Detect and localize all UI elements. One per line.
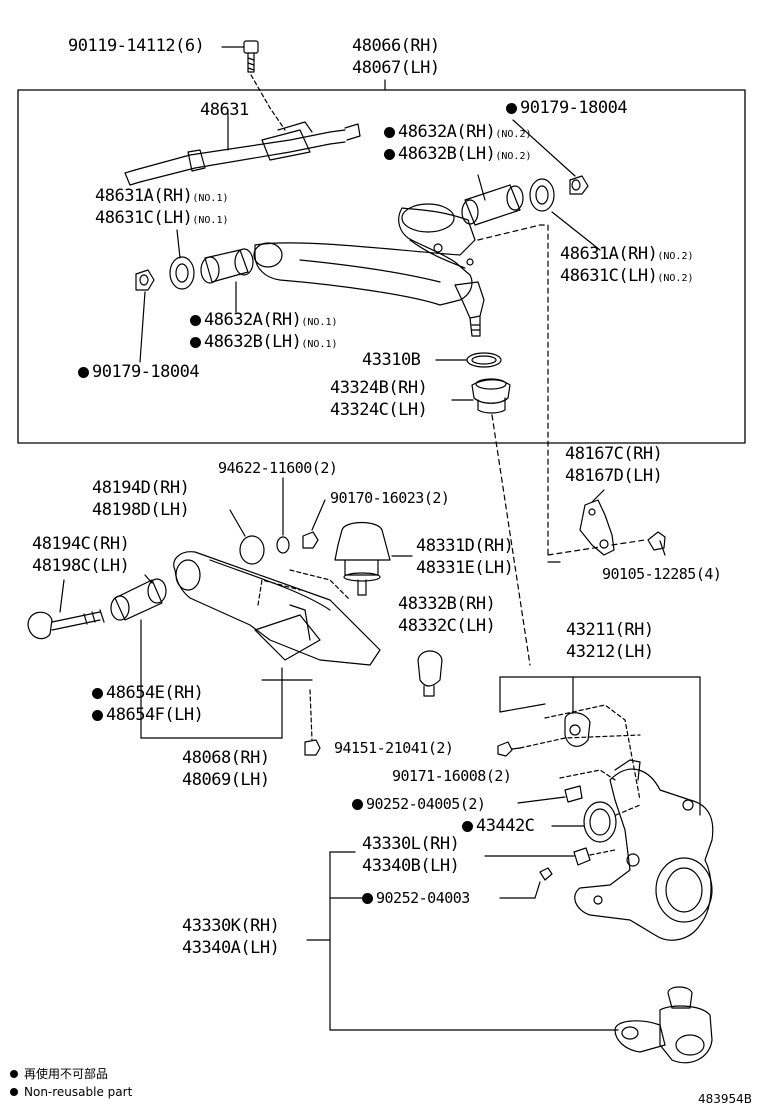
- label-upper-balljoint-rh: 43330L(RH): [362, 834, 460, 854]
- pin-04003-part: [499, 867, 553, 899]
- label-seal: 43442C: [462, 816, 535, 836]
- label-stopper-rh: 48332B(RH): [398, 594, 496, 614]
- non-reusable-dot: [352, 799, 363, 810]
- washer-no1-part: [169, 229, 195, 290]
- nut-90170-part: [302, 499, 326, 549]
- label-arm-upper-rh: 48066(RH): [352, 36, 440, 56]
- non-reusable-dot: [384, 127, 395, 138]
- lower-arm-part: [140, 551, 381, 741]
- label-bracket-rh: 48167C(RH): [565, 444, 663, 464]
- label-boot-lh: 43324C(LH): [330, 400, 428, 420]
- label-pin-04005: 90252-04005(2): [352, 794, 486, 814]
- nut-upper-left-part: [135, 269, 155, 363]
- label-lower-balljoint-lh: 43340A(LH): [182, 938, 280, 958]
- non-reusable-dot: [92, 688, 103, 699]
- seal-part: [551, 801, 641, 843]
- bolt-90105-part: [647, 531, 666, 556]
- label-bolt-90105: 90105-12285(4): [602, 565, 722, 583]
- legend-dot-icon: [10, 1088, 18, 1096]
- label-nut-94151: 94151-21041(2): [334, 739, 454, 757]
- label-knuckle-rh: 43211(RH): [566, 620, 654, 640]
- legend-line-english: Non-reusable part: [10, 1084, 132, 1100]
- bumper-part: [334, 521, 413, 596]
- pad-part: [229, 509, 265, 565]
- label-bumper-lh: 48331E(LH): [416, 558, 514, 578]
- label-bush-no2-rh: 48632A(RH)(NO.2): [384, 122, 531, 145]
- label-cam-bolt-lh: 48198C(LH): [32, 556, 130, 576]
- label-lower-bush-rh: 48654E(RH): [92, 683, 204, 703]
- label-ring: 43310B: [362, 350, 421, 370]
- non-reusable-dot: [462, 821, 473, 832]
- nut-upper-right-part: [512, 119, 589, 195]
- label-nut-upper-right: 90179-18004: [506, 98, 628, 118]
- label-stopper-lh: 48332C(LH): [398, 616, 496, 636]
- label-boot-rh: 43324B(RH): [330, 378, 428, 398]
- non-reusable-dot: [92, 710, 103, 721]
- washer-no2-part: [529, 178, 601, 251]
- label-bush-no2-lh: 48632B(LH)(NO.2): [384, 144, 531, 167]
- label-bolt-top: 90119-14112(6): [68, 36, 205, 56]
- label-washer-no2-lh: 48631C(LH)(NO.2): [560, 266, 694, 286]
- label-lower-balljoint-rh: 43330K(RH): [182, 916, 280, 936]
- label-washer-94622: 94622-11600(2): [218, 459, 338, 477]
- label-cam-bolt-rh: 48194C(RH): [32, 534, 130, 554]
- shaft-part: [124, 110, 361, 186]
- label-pad-rh: 48194D(RH): [92, 478, 190, 498]
- non-reusable-dot: [190, 315, 201, 326]
- non-reusable-dot: [384, 149, 395, 160]
- label-arm-lower-lh: 48069(LH): [182, 770, 270, 790]
- label-bumper-rh: 48331D(RH): [416, 536, 514, 556]
- label-arm-upper-lh: 48067(LH): [352, 58, 440, 78]
- label-bush-no1-lh: 48632B(LH)(NO.1): [190, 332, 337, 355]
- label-lower-bush-lh: 48654F(LH): [92, 705, 204, 725]
- label-washer-no1-lh: 48631C(LH)(NO.1): [95, 208, 229, 228]
- label-bracket-lh: 48167D(LH): [565, 466, 663, 486]
- washer-94622-part: [276, 477, 290, 554]
- non-reusable-dot: [362, 893, 373, 904]
- bolt-90171-part: [497, 741, 521, 757]
- label-pad-lh: 48198D(LH): [92, 500, 190, 520]
- label-knuckle-lh: 43212(LH): [566, 642, 654, 662]
- non-reusable-dot: [506, 103, 517, 114]
- upper-arm-part: [253, 203, 549, 556]
- lower-bush-part: [110, 574, 167, 739]
- cam-bolt-part: [27, 579, 105, 640]
- upper-arm-group-frame: [17, 89, 746, 444]
- label-shaft: 48631: [200, 100, 249, 120]
- legend-line-japanese: 再使用不可部品: [10, 1066, 108, 1082]
- boot-part: [451, 378, 531, 666]
- knuckle-part: [499, 676, 714, 941]
- lower-balljoint-part: [306, 851, 713, 1064]
- upper-balljoint-part: [484, 847, 616, 866]
- bush-no1-part: [200, 248, 254, 313]
- label-bush-no1-rh: 48632A(RH)(NO.1): [190, 310, 337, 333]
- legend-dot-icon: [10, 1070, 18, 1078]
- label-pin-04003: 90252-04003: [362, 888, 470, 908]
- label-washer-no1-rh: 48631A(RH)(NO.1): [95, 186, 229, 206]
- label-nut-90170: 90170-16023(2): [330, 489, 450, 507]
- label-nut-upper-left: 90179-18004: [78, 362, 200, 382]
- pin-04005-part: [517, 769, 616, 804]
- non-reusable-dot: [190, 337, 201, 348]
- bracket-part: [547, 489, 646, 563]
- non-reusable-dot: [78, 367, 89, 378]
- bush-no2-part: [461, 174, 524, 226]
- label-bolt-90171: 90171-16008(2): [392, 767, 512, 785]
- label-upper-balljoint-lh: 43340B(LH): [362, 856, 460, 876]
- ring-part: [435, 352, 502, 368]
- label-arm-lower-rh: 48068(RH): [182, 748, 270, 768]
- nut-94151-part: [304, 739, 321, 756]
- diagram-code: 483954B: [697, 1092, 752, 1106]
- bolt-top-part: [221, 40, 286, 131]
- label-washer-no2-rh: 48631A(RH)(NO.2): [560, 244, 694, 264]
- stopper-part: [417, 650, 443, 697]
